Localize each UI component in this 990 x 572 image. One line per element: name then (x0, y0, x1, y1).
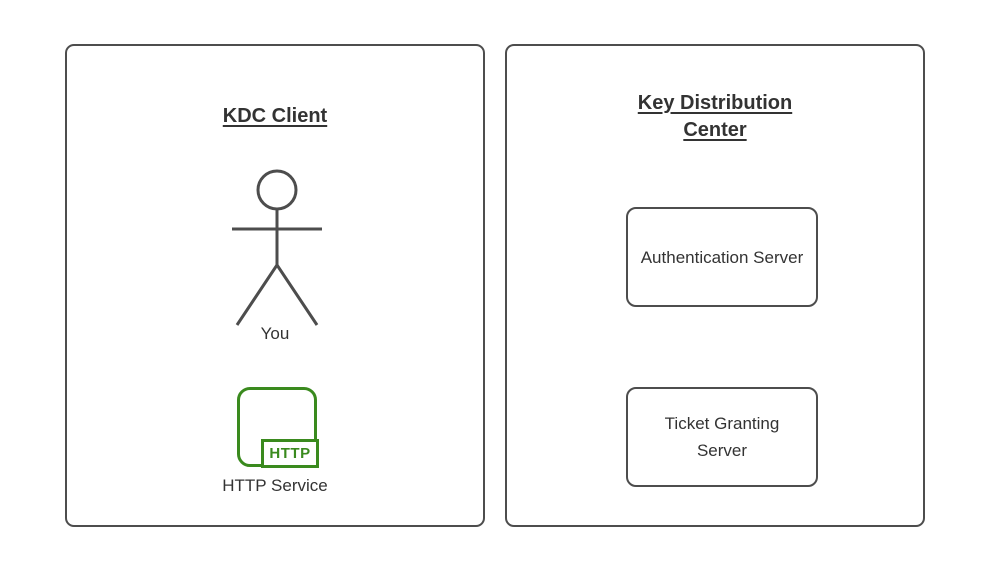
kdc-client-panel: KDC Client You HTTP HTTP Service (65, 44, 485, 527)
key-distribution-center-panel: Key Distribution Center Authentication S… (505, 44, 925, 527)
ticket-granting-server-label: Ticket Granting Server (664, 414, 780, 460)
http-badge: HTTP (261, 439, 319, 468)
authentication-server-label: Authentication Server (640, 247, 804, 267)
http-service-label: HTTP Service (222, 476, 328, 495)
authentication-server-node: Authentication Server (626, 207, 818, 307)
stick-figure-icon (232, 169, 322, 326)
kdc-client-title: KDC Client (222, 105, 328, 127)
ticket-granting-server-node: Ticket Granting Server (626, 387, 818, 487)
key-distribution-center-title: Key Distribution Center (637, 92, 793, 141)
actor-label: You (260, 324, 290, 343)
